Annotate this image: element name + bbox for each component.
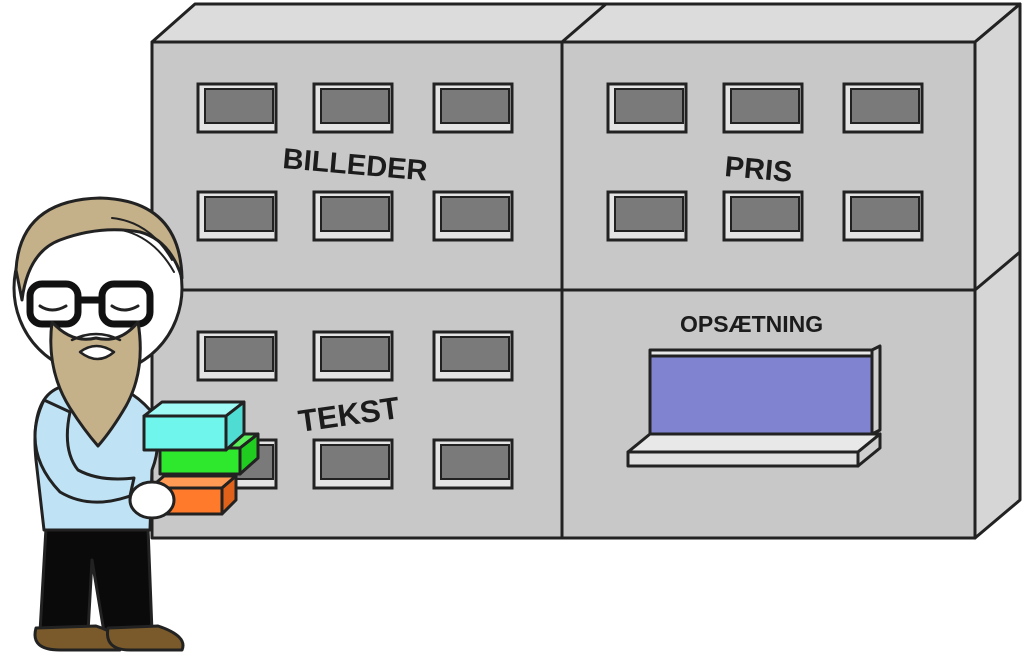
screen [648, 354, 874, 436]
drawer-tekst [196, 330, 278, 382]
drawer-pris [842, 82, 924, 134]
stacked-boxes-icon [142, 400, 260, 516]
drawer-billeder [312, 82, 394, 134]
drawer-pris [842, 190, 924, 242]
drawer-tekst [432, 438, 514, 490]
laptop-screen-icon [626, 344, 882, 468]
label-opsaetning: OPSÆTNING [680, 311, 823, 337]
hair [14, 196, 184, 302]
legs [38, 526, 154, 634]
beard [49, 320, 142, 448]
drawer-billeder [196, 190, 278, 242]
drawer-billeder [196, 82, 278, 134]
drawer-pris [722, 190, 804, 242]
drawer-pris [606, 190, 688, 242]
drawer-tekst [432, 330, 514, 382]
keyboard-shelf [626, 432, 882, 454]
hand [128, 480, 176, 520]
drawer-pris [606, 82, 688, 134]
label-pris: PRIS [723, 151, 793, 189]
drawer-tekst [312, 438, 394, 490]
bearded-man-with-glasses-icon [12, 196, 260, 652]
drawer-billeder [312, 190, 394, 242]
drawer-billeder [432, 190, 514, 242]
drawer-pris [722, 82, 804, 134]
drawer-billeder [432, 82, 514, 134]
shoe-right [105, 624, 185, 652]
drawer-tekst [312, 330, 394, 382]
